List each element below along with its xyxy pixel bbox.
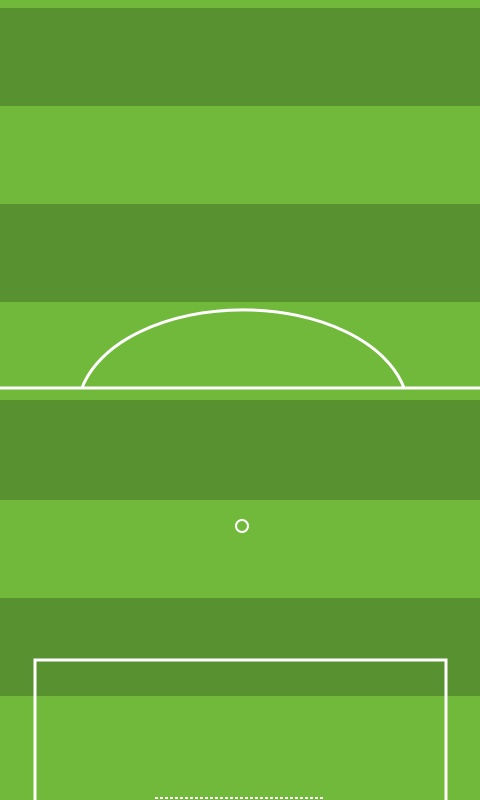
grass-stripe [0, 500, 480, 598]
ball-icon[interactable] [235, 519, 249, 533]
grass-stripe [0, 106, 480, 204]
grass-stripe [0, 0, 480, 8]
penalty-arc [80, 308, 406, 389]
grass-stripe [0, 598, 480, 696]
goal-area-box [33, 658, 448, 800]
grass-stripe [0, 8, 480, 106]
grass-stripe [0, 302, 480, 400]
grass-stripe [0, 204, 480, 302]
grass-stripe [0, 400, 480, 500]
grass-stripe [0, 696, 480, 800]
